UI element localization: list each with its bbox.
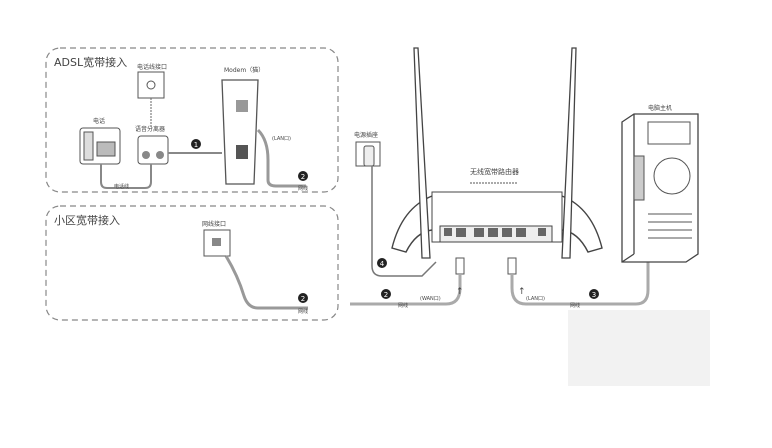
modem-label: Modem（猫） xyxy=(224,66,264,74)
step-2-badge xyxy=(298,171,308,181)
antenna-left xyxy=(413,47,431,259)
computer-label: 电脑主机 xyxy=(648,104,672,112)
step-2: 2 xyxy=(301,173,305,181)
wan-cable-label: 网线 xyxy=(398,302,408,309)
community-section xyxy=(45,205,339,321)
community-title: 小区宽带接入 xyxy=(54,213,120,227)
router-step-2: 2 xyxy=(384,291,388,299)
adsl-section xyxy=(45,47,339,193)
modem-lan-label: (LAN口) xyxy=(272,136,291,142)
step-4: 4 xyxy=(380,260,385,268)
splitter-label: 语音分离器 xyxy=(135,125,165,133)
step-3: 3 xyxy=(592,291,596,299)
community-step-2-badge xyxy=(298,293,308,303)
community-cable-label: 网线 xyxy=(298,308,308,315)
power-socket-label: 电源插座 xyxy=(354,131,378,139)
phone-wall-port-label: 电话线接口 xyxy=(137,63,167,71)
watermark-blur xyxy=(568,310,710,386)
community-port-label: 网线接口 xyxy=(202,220,226,228)
phone-line-label: 电话线 xyxy=(114,183,129,190)
router-ports xyxy=(444,228,546,237)
step-1-badge xyxy=(191,139,201,149)
community-step-2: 2 xyxy=(301,295,305,303)
wan-label: (WAN口) xyxy=(420,296,441,302)
antenna-right xyxy=(561,47,577,259)
splitter-icon xyxy=(137,135,169,165)
lan-label: (LAN口) xyxy=(526,296,545,302)
adsl-title: ADSL宽带接入 xyxy=(54,55,127,69)
router-name: 无线宽带路由器 xyxy=(470,167,519,176)
lan-cable-label: 网线 xyxy=(570,302,580,309)
step-3-badge xyxy=(589,289,599,299)
phone-wall-port xyxy=(137,71,165,99)
phone-label: 电话 xyxy=(93,117,105,125)
modem-icon xyxy=(221,79,259,185)
lan-arrow-icon: ↑ xyxy=(518,287,526,297)
step-4-badge xyxy=(377,258,387,268)
wan-arrow-icon: ↑ xyxy=(456,287,464,297)
step-1: 1 xyxy=(194,141,198,149)
adsl-cable-label: 网线 xyxy=(298,185,308,192)
router-step-2-badge xyxy=(381,289,391,299)
